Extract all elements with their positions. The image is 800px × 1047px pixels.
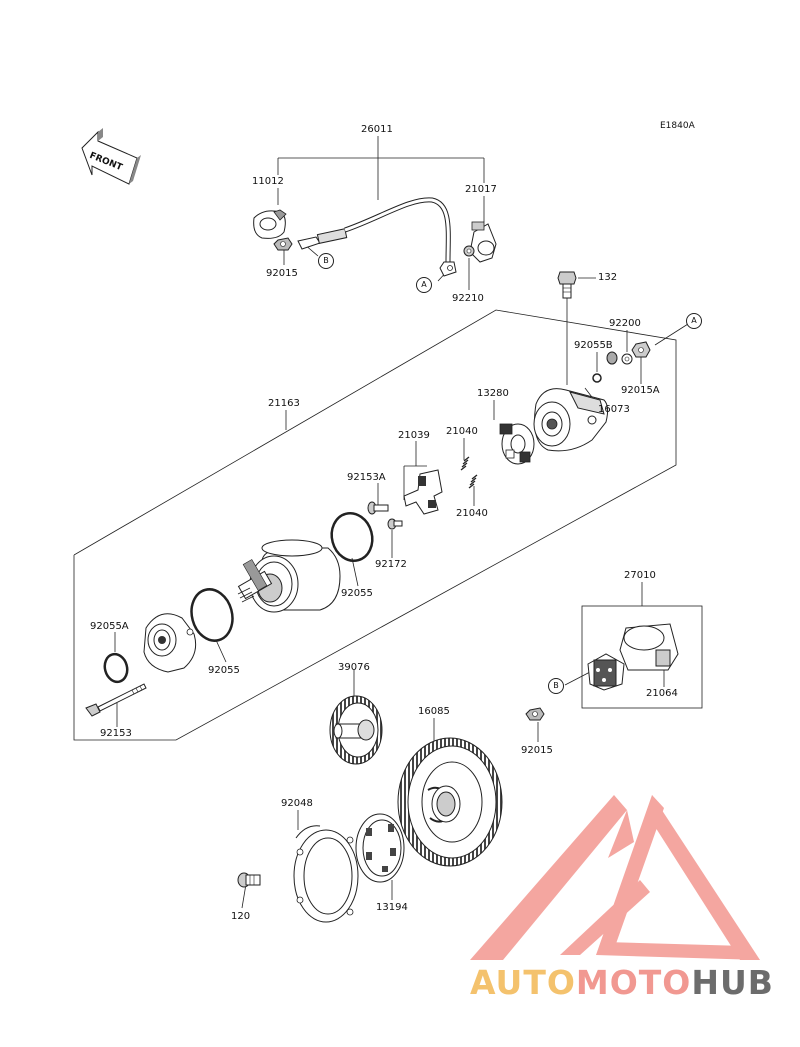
long-bolt-icon <box>557 271 577 299</box>
one-way-clutch-icon <box>355 813 405 883</box>
part-number: 11012 <box>252 176 284 187</box>
watermark-logo-icon <box>470 795 760 960</box>
o-ring-icon <box>103 652 129 684</box>
part-number: 92055B <box>574 340 613 351</box>
callout-b: B <box>318 253 334 269</box>
part-number: 21039 <box>398 430 430 441</box>
relay-cover-icon <box>619 623 679 671</box>
part-number: 92015 <box>266 268 298 279</box>
part-number: 120 <box>231 911 251 922</box>
part-number: 26011 <box>361 124 393 135</box>
part-number: 13280 <box>477 388 509 399</box>
part-number: 92048 <box>281 798 313 809</box>
part-number: 92015 <box>521 745 553 756</box>
part-number: 21064 <box>646 688 678 699</box>
terminal-boot-icon <box>469 221 497 263</box>
part-number: 92210 <box>452 293 484 304</box>
part-number: 92153A <box>347 472 386 483</box>
brush-spring-icon <box>460 456 478 489</box>
part-number: 39076 <box>338 662 370 673</box>
long-bolt-icon <box>85 683 147 717</box>
idle-gear-icon <box>329 695 383 765</box>
diagram-code: E1840A <box>660 121 695 131</box>
starter-relay-icon <box>587 653 625 691</box>
callout-a: A <box>416 277 432 293</box>
part-number: 92055 <box>341 588 373 599</box>
washer-icon <box>592 341 651 383</box>
brush-set-icon <box>403 469 443 515</box>
starter-yoke-armature-icon <box>237 539 341 613</box>
clutch-holder-icon <box>293 825 359 923</box>
part-number: 27010 <box>624 570 656 581</box>
watermark-brand-text: AUTOMOTOHUB <box>470 963 774 1002</box>
terminal-cap-icon <box>253 209 287 239</box>
part-number: 92200 <box>609 318 641 329</box>
screw-icon <box>367 501 403 530</box>
nut-icon <box>273 237 293 251</box>
starter-gear-icon <box>397 737 503 867</box>
part-number: 16085 <box>418 706 450 717</box>
front-end-cover-icon <box>143 613 197 673</box>
part-number: 21163 <box>268 398 300 409</box>
part-number: 21040 <box>456 508 488 519</box>
starter-cable-assembly <box>253 197 497 277</box>
part-number: 92055A <box>90 621 129 632</box>
callout-a: A <box>686 313 702 329</box>
nut-icon <box>525 707 545 721</box>
o-ring-icon <box>190 588 234 642</box>
part-number: 92172 <box>375 559 407 570</box>
part-number: 21017 <box>465 184 497 195</box>
bolt-icon <box>237 872 261 888</box>
part-number: 92153 <box>100 728 132 739</box>
brush-holder-icon <box>499 423 535 465</box>
part-number: 92015A <box>621 385 660 396</box>
front-arrow-icon <box>81 128 141 185</box>
rear-end-cover-icon <box>533 388 609 452</box>
part-number: 13194 <box>376 902 408 913</box>
leader-lines <box>73 136 703 909</box>
part-number: 21040 <box>446 426 478 437</box>
callout-b: B <box>548 678 564 694</box>
part-number: 92055 <box>208 665 240 676</box>
o-ring-icon <box>330 511 374 563</box>
part-number: 132 <box>598 272 618 283</box>
part-number: 16073 <box>598 404 630 415</box>
